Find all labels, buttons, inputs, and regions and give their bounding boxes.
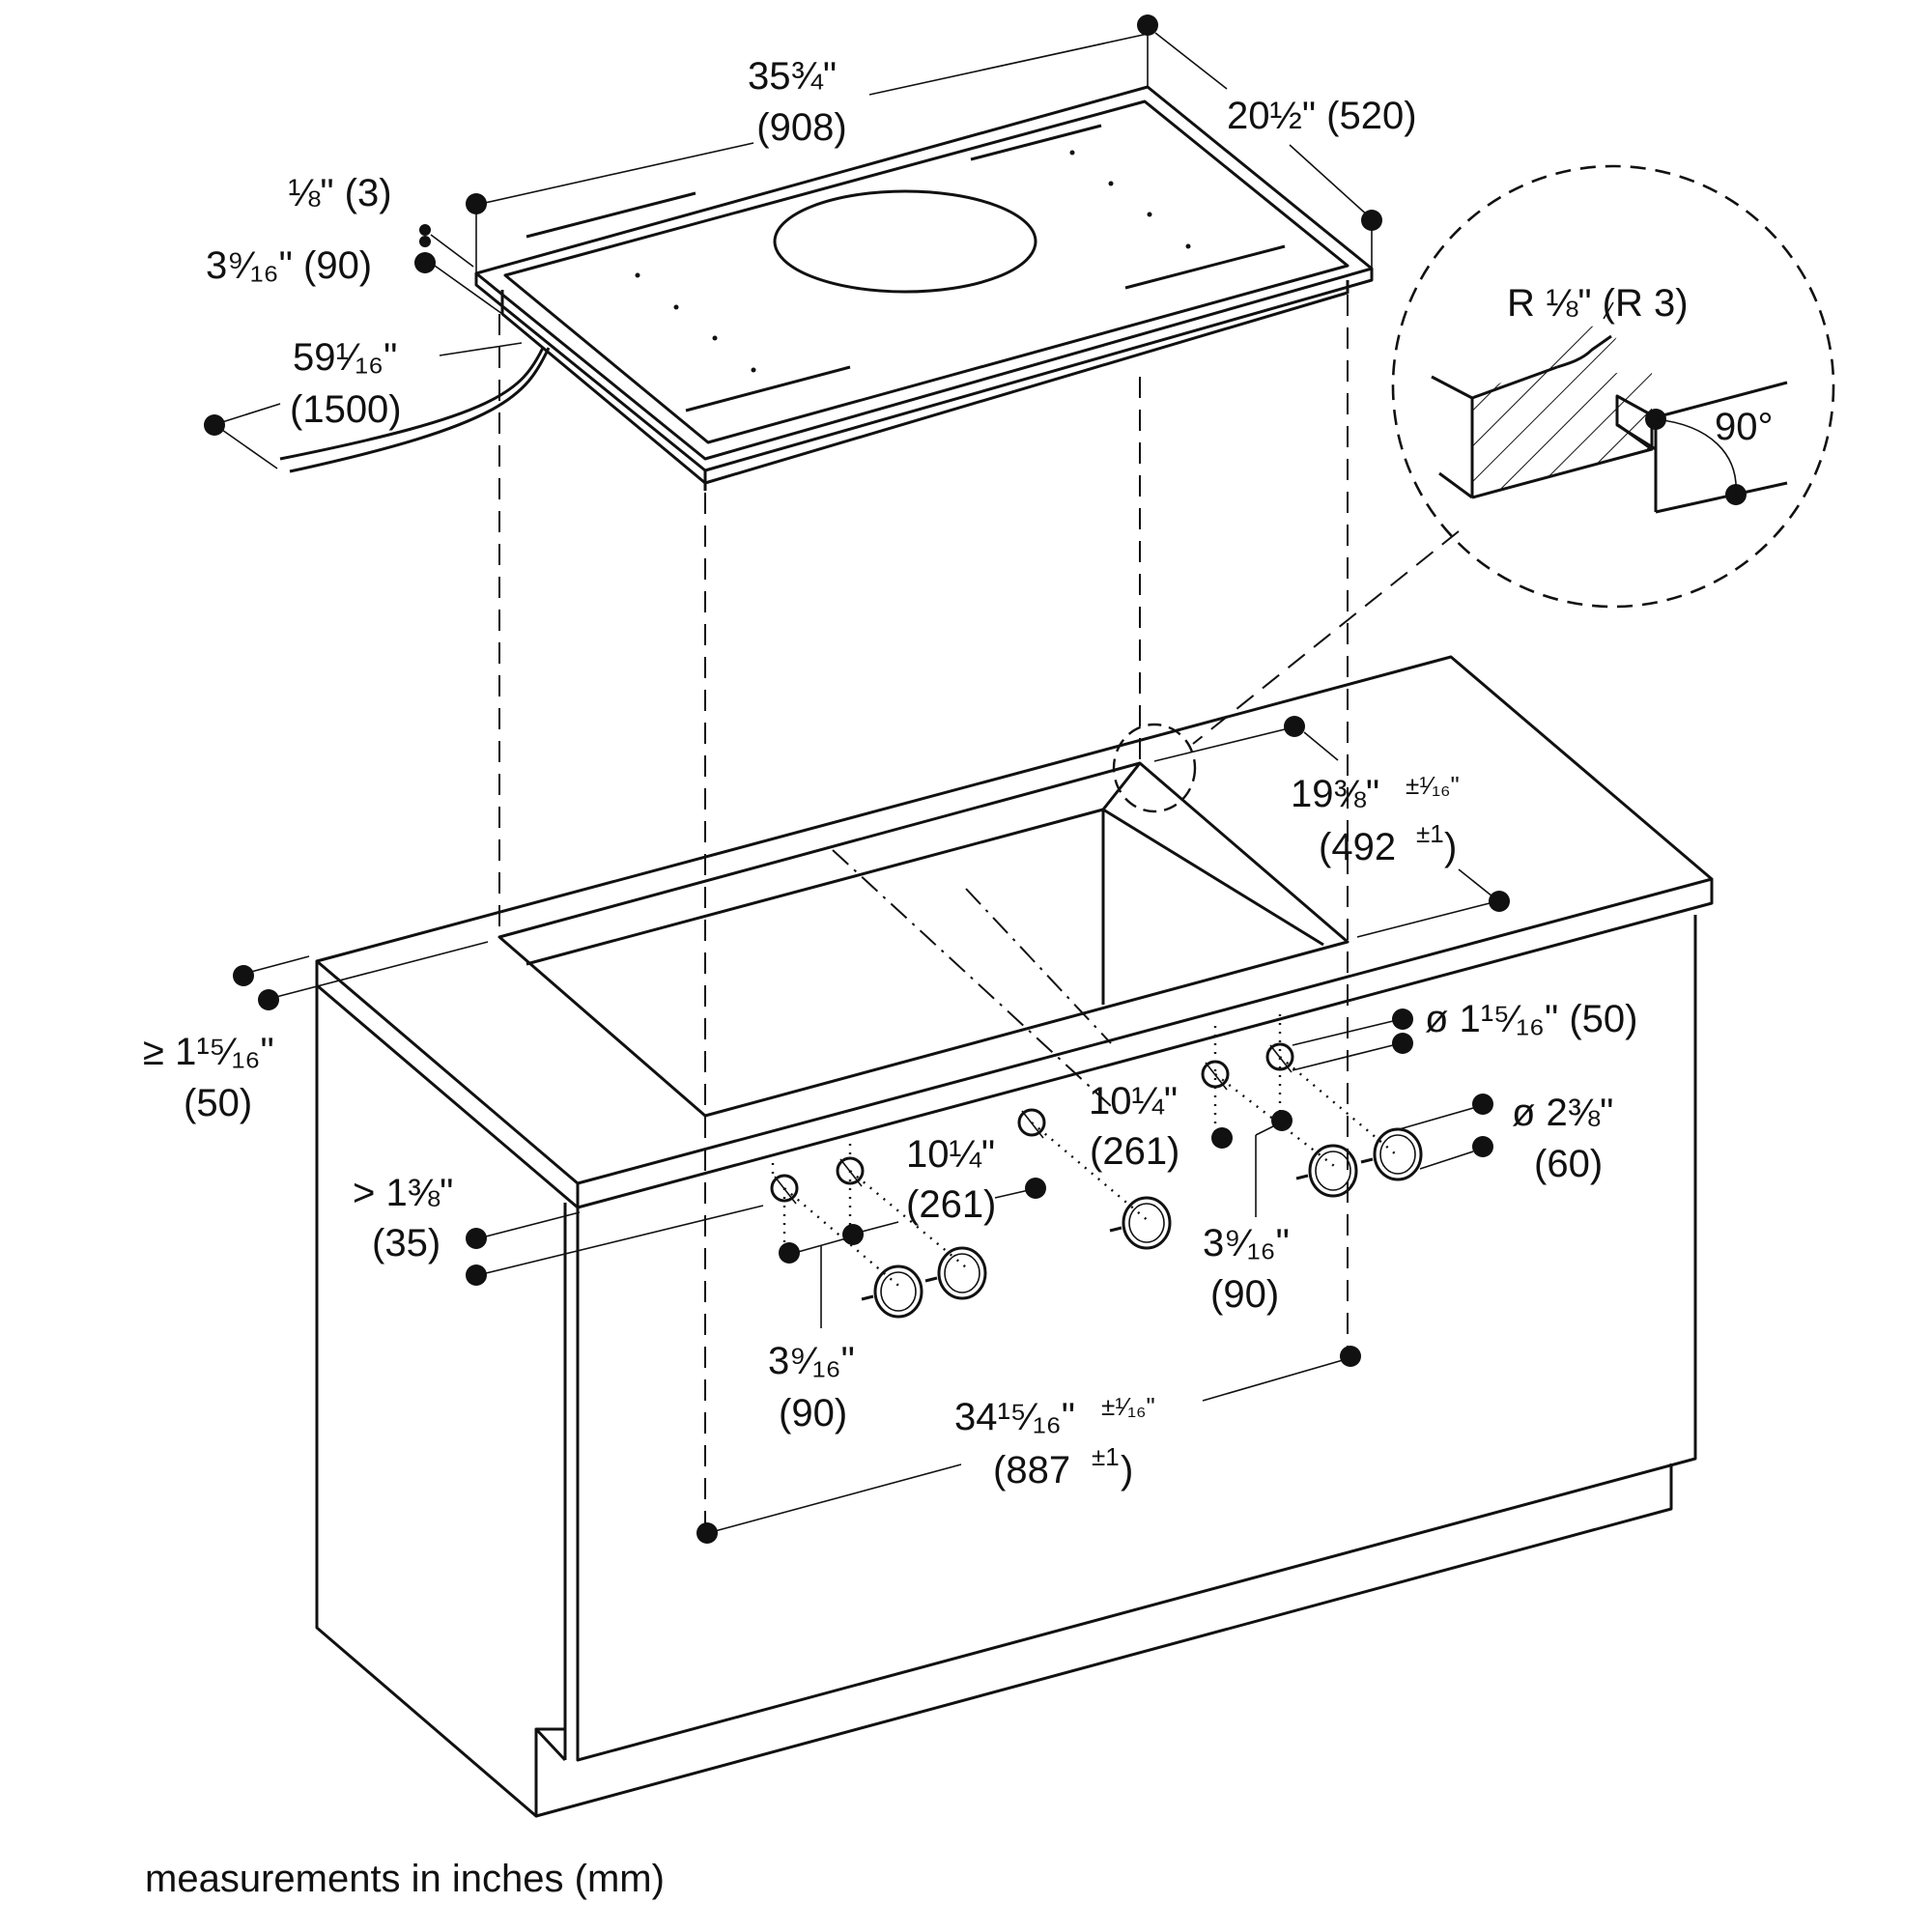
knob xyxy=(1360,1127,1423,1181)
cord-mm-label: (1500) xyxy=(290,388,402,431)
cutout-width-in-label: 34¹⁵⁄₁₆" xyxy=(954,1396,1075,1438)
wok-zone xyxy=(773,189,1037,294)
cutout-depth-mm-tol-label: ±1 xyxy=(1416,819,1444,848)
knob-spacing-a-mm-label: (261) xyxy=(906,1183,996,1226)
cutout-depth-mm-close: ) xyxy=(1444,826,1457,868)
rim-thickness-label: ⅛" (3) xyxy=(288,172,392,214)
knob-spacing-a-in-label: 10¼" xyxy=(906,1133,995,1176)
knob xyxy=(1295,1144,1358,1198)
cabinet xyxy=(315,655,1714,1818)
dimension-knob-pair-b: 3⁹⁄₁₆" (90) xyxy=(1203,1110,1293,1316)
dimension-knob-pair-a: 3⁹⁄₁₆" (90) xyxy=(768,1221,899,1435)
front-min-in-label: ≥ 1¹⁵⁄₁₆" xyxy=(143,1031,274,1073)
zone-marking xyxy=(526,191,696,239)
knob xyxy=(1109,1196,1172,1250)
knob-pair-b-in-label: 3⁹⁄₁₆" xyxy=(1203,1222,1290,1264)
depth-label: 20½" (520) xyxy=(1227,95,1417,137)
width-in-label: 35¾" xyxy=(748,55,837,98)
edge-angle-label: 90° xyxy=(1715,406,1774,448)
cutout-depth-mm-label: (492 xyxy=(1319,826,1396,868)
dimension-depth: 20½" (520) xyxy=(1154,32,1417,269)
knob xyxy=(924,1246,987,1300)
front-min-mm-label: (50) xyxy=(184,1082,252,1124)
countertop-min-in-label: > 1⅜" xyxy=(353,1172,453,1214)
appliance-height-label: 3⁹⁄₁₆" (90) xyxy=(206,244,372,287)
edge-radius-label: R ⅛" (R 3) xyxy=(1507,282,1689,325)
dimension-width: 35¾" (908) xyxy=(466,14,1158,273)
zone-marking xyxy=(685,365,851,412)
dimension-countertop: > 1⅜" (35) xyxy=(353,1172,764,1286)
knob-hole-dia-label: ø 1¹⁵⁄₁₆" (50) xyxy=(1425,998,1637,1040)
dimension-knob-hole: ø 1¹⁵⁄₁₆" (50) xyxy=(1292,998,1637,1071)
knob xyxy=(861,1264,923,1319)
width-mm-label: (908) xyxy=(756,106,846,149)
knob-spacing-b-mm-label: (261) xyxy=(1090,1130,1179,1173)
dimension-rim: ⅛" (3) 3⁹⁄₁₆" (90) xyxy=(206,172,503,315)
cooktop-appliance xyxy=(279,85,1374,491)
cutout-width-tol-label: ±¹⁄₁₆" xyxy=(1101,1392,1155,1421)
knob-pair-a-mm-label: (90) xyxy=(779,1392,847,1435)
dimension-front-min: ≥ 1¹⁵⁄₁₆" (50) xyxy=(143,941,489,1124)
dimension-knob: ø 2⅜" (60) xyxy=(1395,1092,1613,1185)
cutout-width-mm-close: ) xyxy=(1121,1449,1133,1492)
knob-hole xyxy=(1017,1108,1046,1139)
knob-pair-a-in-label: 3⁹⁄₁₆" xyxy=(768,1340,855,1382)
dimension-cord: 59¹⁄₁₆" (1500) xyxy=(204,336,523,469)
knob-dia-in-label: ø 2⅜" xyxy=(1512,1092,1613,1134)
knob-pair-b-mm-label: (90) xyxy=(1210,1273,1279,1316)
control-knobs xyxy=(770,1014,1423,1319)
countertop-min-mm-label: (35) xyxy=(372,1222,440,1264)
cutout-depth-tol-label: ±¹⁄₁₆" xyxy=(1406,771,1460,800)
edge-detail: R ⅛" (R 3) 90° xyxy=(1112,164,1835,813)
measurement-units-caption: measurements in inches (mm) xyxy=(145,1858,665,1900)
dimension-cutout-width: 34¹⁵⁄₁₆" ±¹⁄₁₆" (887 ±1 ) xyxy=(696,1346,1361,1544)
projection-lines xyxy=(498,295,1349,1526)
zone-marking xyxy=(970,124,1102,161)
dimension-cutout-depth: 19⅜" ±¹⁄₁₆" (492 ±1 ) xyxy=(1153,716,1510,938)
knob-spacing-b-in-label: 10¼" xyxy=(1089,1080,1178,1122)
dimension-knob-spacing: 10¼" (261) 10¼" (261) xyxy=(906,1080,1233,1226)
cutout-depth-in-label: 19⅜" xyxy=(1291,773,1379,815)
cutout-width-mm-tol-label: ±1 xyxy=(1092,1442,1120,1471)
cutout-width-mm-label: (887 xyxy=(993,1449,1070,1492)
zone-marking xyxy=(1124,244,1286,290)
power-cord xyxy=(289,347,551,473)
cord-in-label: 59¹⁄₁₆" xyxy=(293,336,397,379)
knob-dia-mm-label: (60) xyxy=(1534,1143,1603,1185)
